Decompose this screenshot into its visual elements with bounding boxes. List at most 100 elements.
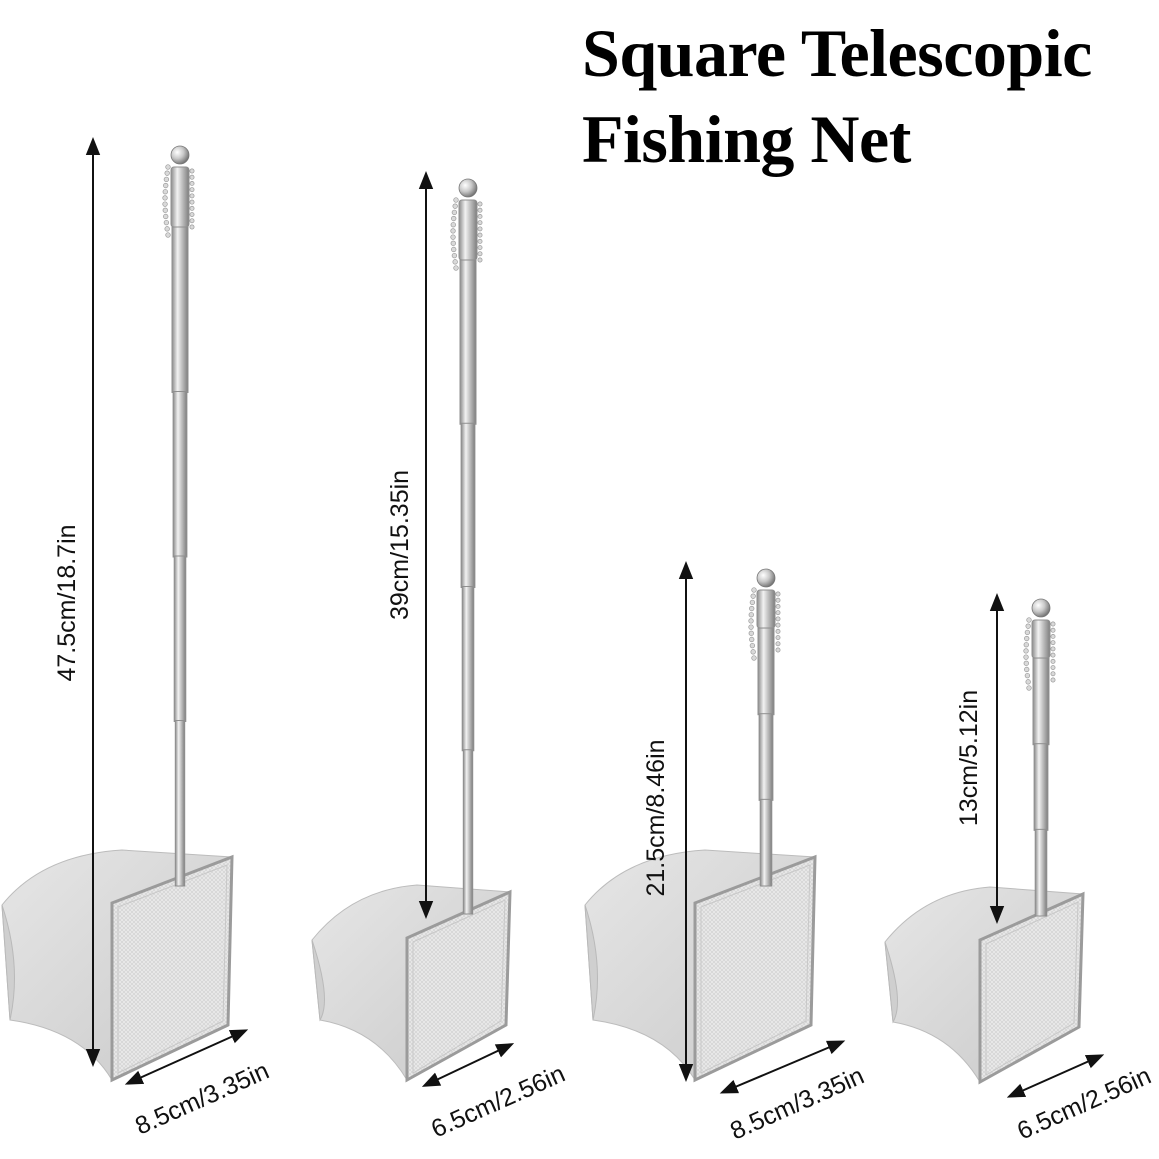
chain-bead <box>1050 640 1056 646</box>
chain-bead <box>189 212 195 218</box>
chain-bead <box>163 176 170 183</box>
chain-bead <box>775 603 781 609</box>
chain-bead <box>477 238 483 244</box>
chain-bead <box>775 635 781 641</box>
net-frame <box>978 891 1085 1085</box>
chain-bead <box>1023 642 1029 648</box>
pole-ball <box>1031 598 1051 618</box>
chain-bead <box>477 220 483 226</box>
chain-bead <box>477 226 483 232</box>
chain-bead <box>1050 665 1056 671</box>
pole-ball <box>756 568 776 588</box>
pole-handle <box>170 166 190 228</box>
chain-bead <box>1023 648 1029 654</box>
width-dimension-arrow <box>124 1029 249 1085</box>
chain-bead <box>775 591 781 597</box>
chain-bead <box>1050 658 1056 664</box>
title-line-1: Square Telescopic <box>582 15 1092 91</box>
width-dimension-arrow <box>1006 1054 1105 1098</box>
chain-bead <box>748 630 754 636</box>
pole-section-4 <box>462 749 474 915</box>
net-mesh-face <box>980 894 1083 1082</box>
bead-chain <box>162 164 195 238</box>
chain-bead <box>162 189 168 195</box>
chain-bead <box>450 228 456 234</box>
chain-bead <box>477 232 483 238</box>
chain-bead <box>189 174 195 180</box>
chain-bead <box>748 612 754 618</box>
chain-bead <box>477 251 483 257</box>
chain-bead <box>751 587 757 593</box>
net-bag-side <box>1 904 15 1021</box>
chain-bead <box>748 624 754 630</box>
pole-section-2 <box>1033 743 1049 831</box>
bead-chain <box>1023 617 1056 691</box>
chain-bead <box>477 207 483 213</box>
chain-bead <box>1050 677 1056 683</box>
chain-bead <box>450 240 456 246</box>
chain-bead <box>162 195 168 201</box>
chain-bead <box>1024 635 1030 642</box>
chain-bead <box>775 610 781 616</box>
chain-bead <box>165 164 171 170</box>
net-bag-side <box>884 941 898 1024</box>
chain-bead <box>162 207 168 213</box>
chain-bead <box>1024 672 1031 679</box>
pole-section-2 <box>758 713 774 801</box>
pole-section-4 <box>174 720 186 887</box>
chain-bead <box>189 187 195 193</box>
pole-section-2 <box>172 391 188 558</box>
chain-bead <box>1050 633 1056 639</box>
bead-chain <box>748 587 781 661</box>
chain-bead <box>775 641 781 647</box>
chain-bead <box>1050 627 1056 633</box>
pole-handle <box>1031 619 1051 659</box>
chain-bead <box>1050 671 1056 677</box>
height-label: 21.5cm/8.46in <box>642 739 670 896</box>
chain-bead <box>775 616 781 622</box>
chain-bead <box>1025 679 1031 685</box>
chain-bead <box>749 599 756 606</box>
chain-bead <box>163 219 170 226</box>
chain-bead <box>1023 654 1029 660</box>
chain-bead <box>1050 621 1056 627</box>
chain-bead <box>189 218 195 224</box>
product-title: Square Telescopic Fishing Net <box>582 10 1152 182</box>
chain-bead <box>451 209 458 216</box>
height-label: 39cm/15.35in <box>386 470 414 620</box>
chain-bead <box>749 605 755 612</box>
chain-bead <box>748 618 754 624</box>
chain-bead <box>1050 646 1056 652</box>
pole-ball <box>458 178 478 198</box>
chain-bead <box>165 232 171 238</box>
chain-bead <box>1026 685 1032 691</box>
chain-bead <box>163 182 169 189</box>
pole-section-1 <box>459 259 477 425</box>
pole-ball <box>170 145 190 165</box>
chain-bead <box>750 593 756 599</box>
chain-bead <box>189 193 195 199</box>
chain-bead <box>477 257 483 263</box>
chain-bead <box>451 215 457 222</box>
chain-bead <box>751 655 757 661</box>
width-dimension-arrow <box>421 1043 515 1087</box>
chain-bead <box>451 246 457 253</box>
chain-bead <box>453 265 459 271</box>
chain-bead <box>164 170 170 176</box>
net-bag-side <box>584 904 598 1021</box>
width-label: 6.5cm/2.56in <box>427 1060 569 1144</box>
net-frame-inner <box>412 899 506 1074</box>
chain-bead <box>1024 666 1030 673</box>
chain-bead <box>477 201 483 207</box>
pole-section-1 <box>757 627 775 716</box>
pole-handle <box>756 589 776 629</box>
chain-bead <box>189 224 195 230</box>
pole-section-1 <box>171 226 189 393</box>
chain-bead <box>163 213 169 220</box>
width-dimension-arrow <box>719 1040 846 1094</box>
